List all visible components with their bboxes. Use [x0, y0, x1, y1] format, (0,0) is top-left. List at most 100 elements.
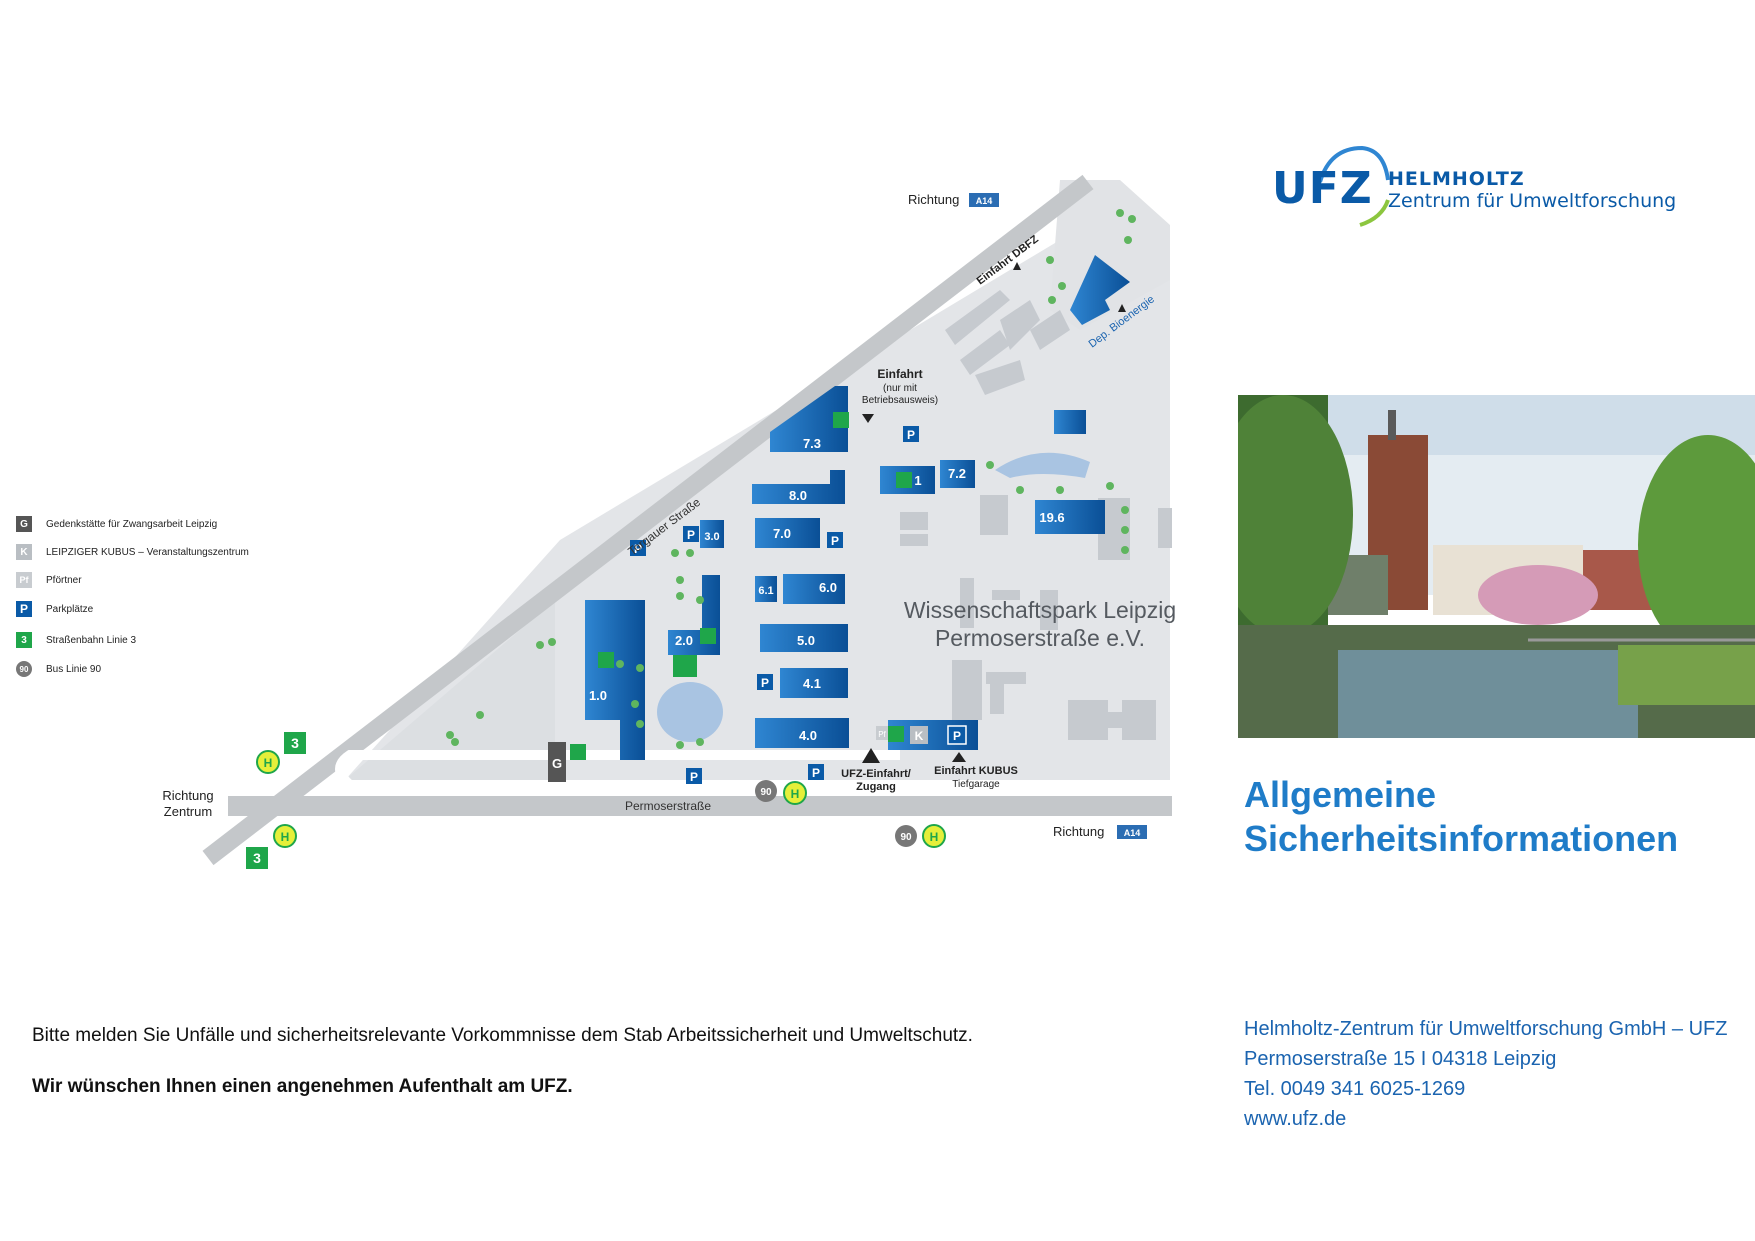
svg-text:4.1: 4.1: [803, 676, 821, 691]
svg-text:A14: A14: [1124, 828, 1141, 838]
svg-text:P: P: [907, 428, 915, 442]
contact-phone: Tel. 0049 341 6025-1269: [1244, 1078, 1466, 1100]
legend-item-bus: 90 Bus Linie 90: [16, 660, 101, 678]
svg-text:19.6: 19.6: [1039, 510, 1064, 525]
legend-label: LEIPZIGER KUBUS – Veranstaltungszentrum: [46, 546, 249, 558]
building-4-1: [780, 668, 848, 698]
logo-arc-icon: [1318, 145, 1390, 227]
svg-text:Permoserstraße e.V.: Permoserstraße e.V.: [935, 625, 1145, 651]
svg-text:H: H: [281, 830, 290, 844]
logo-line2: Zentrum für Umweltforschung: [1388, 190, 1677, 212]
legend-label: Straßenbahn Linie 3: [46, 634, 137, 646]
logo-acronym: UFZ: [1272, 163, 1373, 214]
svg-text:Richtung: Richtung: [908, 192, 959, 207]
legend-swatch: K: [16, 544, 32, 560]
svg-text:P: P: [687, 528, 695, 542]
legend-swatch: 90: [16, 661, 32, 677]
kubus-marker: [910, 726, 928, 744]
permoserstrasse: [228, 796, 1172, 816]
legend-item-kubus: K LEIPZIGER KUBUS – Veranstaltungszentru…: [16, 543, 249, 561]
svg-text:P: P: [761, 676, 769, 690]
legend-item-pfoertner: Pf Pförtner: [16, 571, 82, 589]
legend-label: Parkplätze: [46, 603, 94, 615]
svg-text:5.0: 5.0: [797, 633, 815, 648]
campus-area-west: [345, 600, 555, 780]
svg-text:90: 90: [760, 787, 772, 798]
building-7-2: [940, 460, 975, 488]
gedenkstaette-marker: [548, 742, 566, 782]
building-1-0: [585, 600, 645, 760]
legend-swatch: 3: [16, 632, 32, 648]
building-4-0: [755, 718, 849, 748]
svg-text:7.0: 7.0: [773, 526, 791, 541]
svg-text:Zugang: Zugang: [856, 781, 896, 793]
svg-text:Zentrum: Zentrum: [164, 804, 212, 819]
svg-text:1: 1: [914, 473, 921, 488]
contact-address: Permoserstraße 15 I 04318 Leipzig: [1244, 1048, 1557, 1070]
svg-text:1.0: 1.0: [589, 688, 607, 703]
svg-text:90: 90: [900, 832, 912, 843]
legend-label: Gedenkstätte für Zwangsarbeit Leipzig: [46, 518, 218, 530]
svg-text:P: P: [690, 770, 698, 784]
svg-text:Einfahrt KUBUS: Einfahrt KUBUS: [934, 765, 1018, 777]
svg-text:Richtung: Richtung: [162, 788, 213, 803]
building-dbfz: [1070, 255, 1130, 325]
building-labels: 7.3 8.0 7.0 3.0 6.1 6.0 5.0 4.1 4.0 2.0 …: [589, 436, 1065, 743]
title-line2: Sicherheitsinformationen: [1244, 818, 1679, 859]
first-aid-markers: [570, 412, 912, 760]
direction-labels: Richtung A14 Richtung Zentrum Richtung A…: [162, 192, 1147, 839]
svg-text:H: H: [264, 756, 273, 770]
svg-text:3: 3: [291, 735, 299, 751]
building-6-1: [755, 576, 777, 602]
gedenkstaette-label: G: [552, 756, 562, 771]
page-title: Allgemeine Sicherheitsinformationen: [1244, 773, 1678, 861]
building-5-0: [760, 624, 848, 652]
permoser-label: Permoserstraße: [625, 799, 711, 813]
transit-stops: 3 H 3 H 90 H 90 H: [246, 732, 946, 869]
svg-text:H: H: [930, 830, 939, 844]
svg-text:A14: A14: [976, 196, 993, 206]
svg-text:4.0: 4.0: [799, 728, 817, 743]
title-line1: Allgemeine: [1244, 774, 1437, 815]
svg-text:UFZ-Einfahrt/: UFZ-Einfahrt/: [841, 768, 911, 780]
contact-org: Helmholtz-Zentrum für Umweltforschung Gm…: [1244, 1018, 1728, 1040]
svg-text:P: P: [831, 534, 839, 548]
report-note: Bitte melden Sie Unfälle und sicherheits…: [32, 1025, 973, 1046]
legend-swatch: Pf: [16, 572, 32, 588]
svg-text:3: 3: [253, 850, 261, 866]
legend-item-parking: P Parkplätze: [16, 600, 93, 618]
legend-swatch: G: [16, 516, 32, 532]
pfoertner-marker: [876, 726, 888, 740]
svg-text:8.0: 8.0: [789, 488, 807, 503]
svg-text:2.0: 2.0: [675, 633, 693, 648]
legend-label: Pförtner: [46, 574, 82, 586]
building-7-3: [770, 386, 848, 452]
park-name: Wissenschaftspark Leipzig Permoserstraße…: [904, 597, 1176, 651]
inner-road: [335, 750, 900, 789]
svg-text:P: P: [953, 729, 961, 743]
campus-photo: [1238, 395, 1755, 738]
logo-line1: HELMHOLTZ: [1388, 168, 1525, 190]
pfoertner-label: Pf: [878, 730, 886, 739]
legend-item-gedenkstaette: G Gedenkstätte für Zwangsarbeit Leipzig: [16, 515, 217, 533]
legend-label: Bus Linie 90: [46, 663, 102, 675]
svg-text:6.1: 6.1: [758, 585, 773, 597]
building-6-0: [783, 574, 845, 604]
trees: [446, 209, 1136, 749]
building-top: [1054, 410, 1086, 434]
svg-text:3.0: 3.0: [704, 531, 719, 543]
contact-website[interactable]: www.ufz.de: [1244, 1108, 1347, 1130]
building-3-0: [700, 520, 724, 548]
svg-text:P: P: [634, 542, 642, 556]
parking-markers: P P P P P P P P: [630, 426, 967, 784]
svg-text:Einfahrt: Einfahrt: [877, 367, 922, 381]
svg-text:7.2: 7.2: [948, 466, 966, 481]
svg-text:Wissenschaftspark Leipzig: Wissenschaftspark Leipzig: [904, 597, 1176, 623]
legend-item-tram: 3 Straßenbahn Linie 3: [16, 631, 136, 649]
svg-text:7.3: 7.3: [803, 436, 821, 451]
svg-text:6.0: 6.0: [819, 580, 837, 595]
svg-text:H: H: [791, 787, 800, 801]
svg-text:Richtung: Richtung: [1053, 824, 1104, 839]
building-7-0: [755, 518, 820, 548]
legend-swatch: P: [16, 601, 32, 617]
